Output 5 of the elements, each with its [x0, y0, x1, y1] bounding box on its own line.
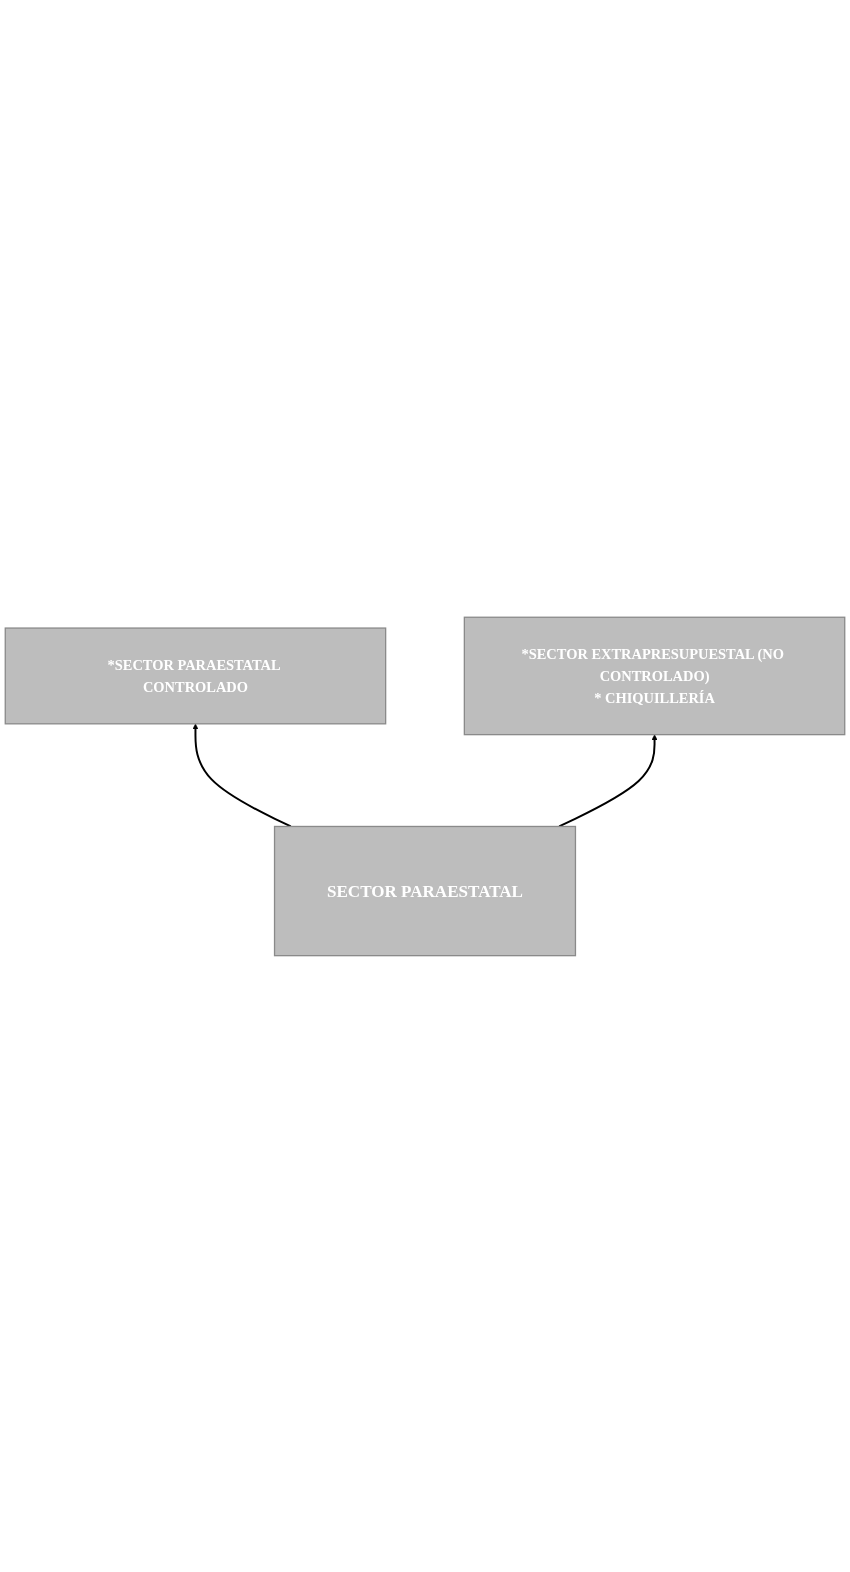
arrow [192, 723, 292, 827]
arrow [558, 733, 658, 827]
node-box: *SECTOR PARAESTATAL CONTROLADO [4, 626, 387, 725]
node-box: *SECTOR EXTRAPRESUPUESTAL (NO CONTROLADO) * CHIQUILLERÍA [463, 616, 846, 735]
node-box: SECTOR PARAESTATAL [273, 825, 577, 956]
